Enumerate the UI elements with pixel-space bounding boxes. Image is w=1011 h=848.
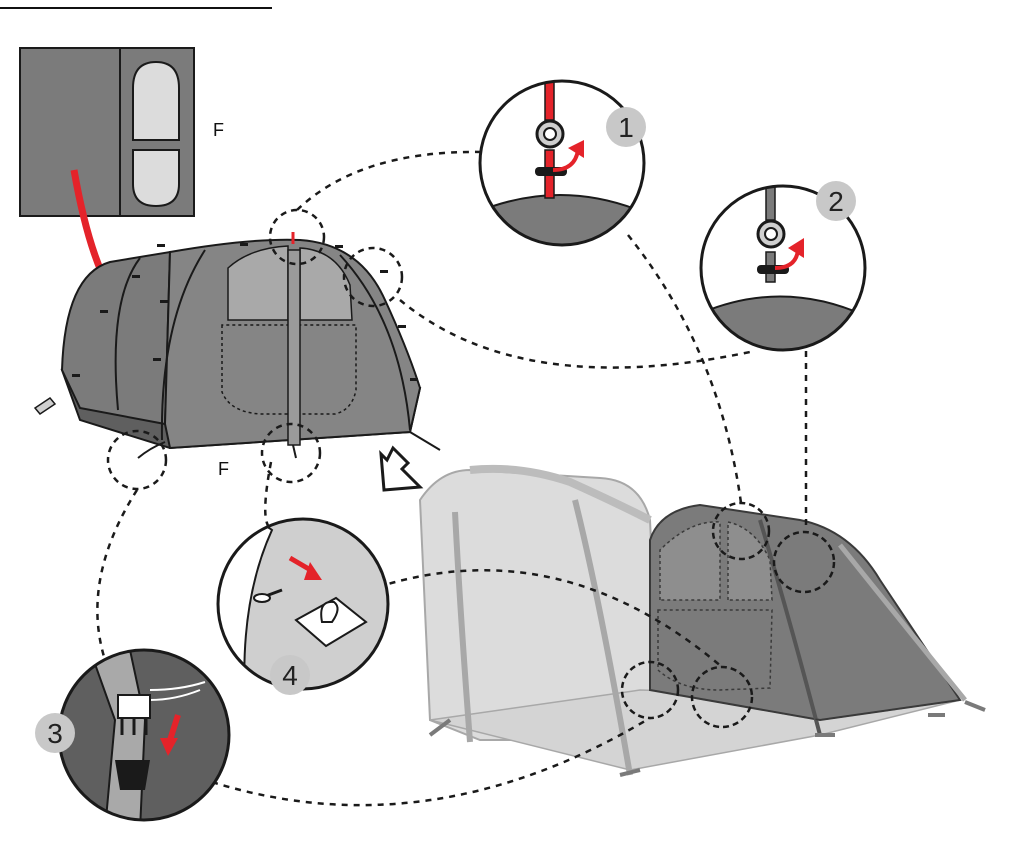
focus-circle-left-buckle (108, 431, 166, 489)
detail-circle-3: 3 (35, 650, 230, 830)
label-f-bottom: F (218, 459, 229, 479)
hollow-arrow-next-step (381, 448, 420, 490)
window-swatch-upper (133, 62, 179, 140)
window-swatch-lower (133, 150, 179, 206)
step-number-2: 2 (828, 186, 844, 217)
detail-circle-2: 2 (690, 180, 870, 360)
detail-circle-4: 4 (210, 510, 400, 700)
tent-large-assembled (420, 469, 985, 775)
fabric-swatch-panel (20, 48, 194, 216)
label-f-top: F (213, 120, 224, 140)
detail-circle-1: 1 (470, 80, 650, 260)
step-number-1: 1 (618, 112, 634, 143)
step-number-4: 4 (282, 660, 298, 691)
step-number-3: 3 (47, 718, 63, 749)
